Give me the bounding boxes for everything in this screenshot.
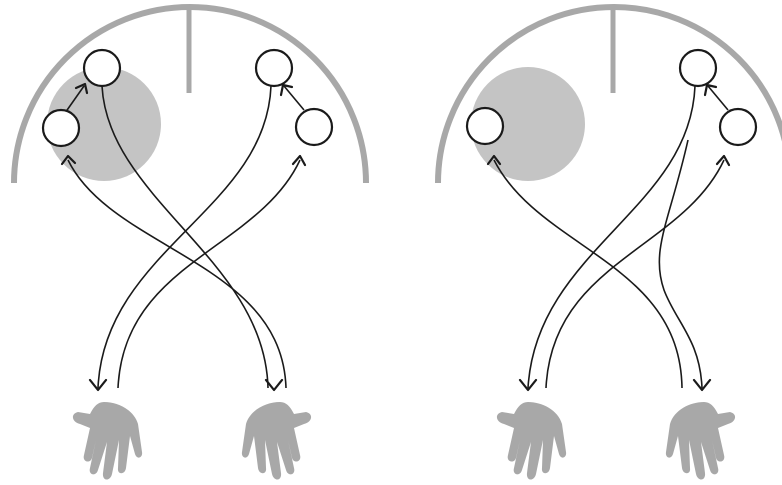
panel-right [438, 7, 782, 480]
intra-right-link [284, 86, 304, 110]
node-right-upper [680, 50, 716, 86]
intra-right-link [708, 86, 728, 110]
node-right-lower [720, 109, 756, 145]
node-right-lower [296, 109, 332, 145]
pathway-left-to-right-hand [494, 160, 682, 388]
node-left-lower [43, 110, 79, 146]
node-left-upper [84, 50, 120, 86]
pathway-right-to-left-hand-b [546, 160, 724, 388]
left-hand-icon [497, 402, 566, 480]
pathway-right-to-right-hand [659, 140, 702, 388]
node-right-upper [256, 50, 292, 86]
panel-left [14, 7, 366, 480]
right-hand-icon [666, 402, 735, 480]
right-hand-icon [242, 402, 311, 480]
left-hand-icon [73, 402, 142, 480]
node-left-lower [467, 108, 503, 144]
pathway-left-to-right-hand-b [68, 160, 286, 388]
